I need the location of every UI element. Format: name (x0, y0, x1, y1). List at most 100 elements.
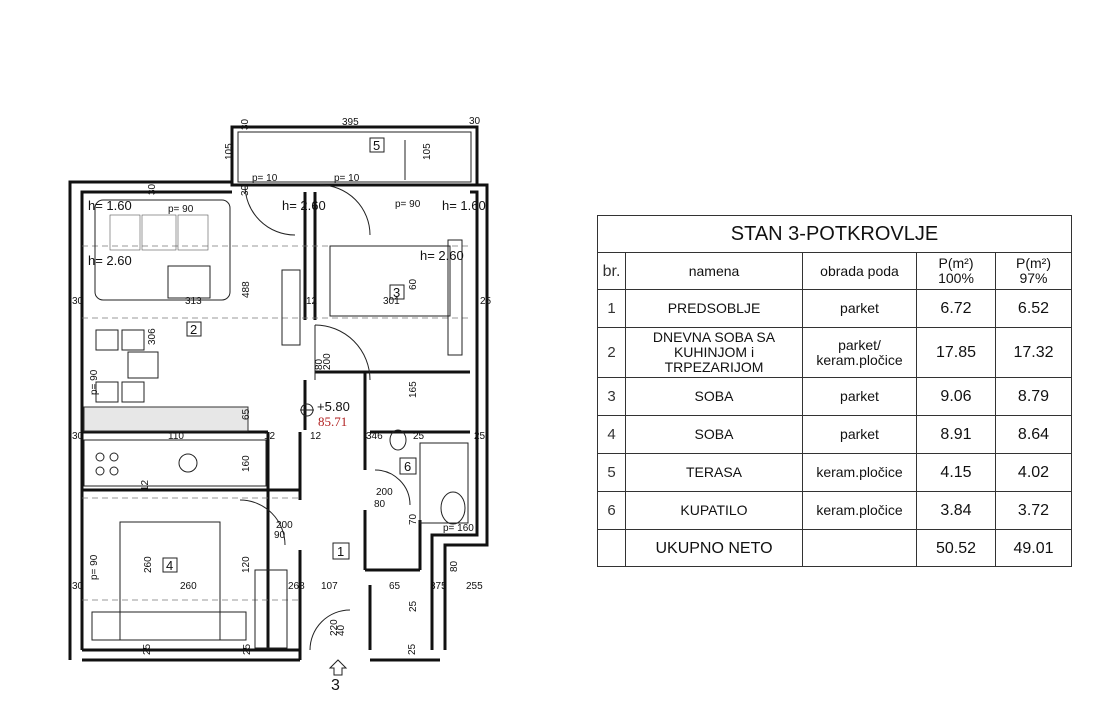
dimension-label: 65 (241, 408, 252, 420)
total-p97: 49.01 (995, 529, 1072, 567)
table-row: 5 TERASA keram.pločice 4.15 4.02 (597, 453, 1072, 492)
dimension-label: 105 (224, 143, 235, 160)
header-floor: obrada poda (802, 252, 917, 290)
cell-br: 3 (597, 377, 626, 416)
level-mark-value: +5.80 (317, 399, 350, 414)
dimension-label: 12 (310, 431, 322, 442)
area-table: STAN 3-POTKROVLJE br. namena obrada poda… (597, 215, 1072, 567)
coffee-table (167, 265, 211, 299)
floor-plan: 5 2 3 4 6 1 h= 1.60 h= 2.60 h= 2.60 h= 1… (68, 116, 492, 694)
height-label: h= 2.60 (282, 198, 326, 213)
cell-p97: 8.64 (995, 415, 1072, 454)
note-label: p= 90 (395, 199, 421, 210)
dimension-label: 30 (72, 431, 84, 442)
header-name: namena (625, 252, 803, 290)
dimension-label: 25 (242, 643, 253, 655)
header-p97-bottom: 97% (1019, 270, 1048, 286)
bed-room-3 (329, 245, 451, 317)
cell-p97: 17.32 (995, 327, 1072, 378)
cell-p100: 4.15 (916, 453, 996, 492)
table-row: 2 DNEVNA SOBA SA KUHINJOM i TRPEZARIJOM … (597, 327, 1072, 378)
room-number-6: 6 (404, 459, 411, 474)
total-empty-floor (802, 529, 917, 567)
dimension-label: 313 (185, 296, 202, 307)
cell-p100: 8.91 (916, 415, 996, 454)
dimension-label: 395 (342, 117, 359, 128)
header-p97: P(m²) 97% (995, 252, 1072, 290)
dimension-label: 30 (72, 296, 84, 307)
washbasin (440, 491, 466, 525)
cell-p97: 8.79 (995, 377, 1072, 416)
sink (178, 453, 198, 473)
cell-name-line: DNEVNA SOBA SA (652, 329, 776, 345)
entrance-marker: 3 (328, 659, 348, 694)
table-header-row: br. namena obrada poda P(m²) 100% P(m²) … (597, 252, 1072, 290)
note-label: 80 (314, 358, 325, 370)
cell-p100: 9.06 (916, 377, 996, 416)
height-label: h= 1.60 (442, 198, 486, 213)
header-p100: P(m²) 100% (916, 252, 996, 290)
header-br: br. (597, 252, 626, 290)
dimension-label: 375 (430, 581, 447, 592)
note-label: 200 (322, 353, 333, 370)
toilet (389, 429, 407, 451)
cell-name-line: KUHINJOM i (673, 344, 755, 360)
dimension-label: 25 (413, 431, 425, 442)
cell-name: KUPATILO (625, 491, 803, 530)
bedroom-wardrobe (91, 611, 247, 641)
dimension-label: 30 (72, 581, 84, 592)
dimension-label: 110 (168, 431, 184, 442)
level-red-value: 85.71 (318, 414, 347, 429)
interior-walls (82, 192, 470, 660)
total-empty-br (597, 529, 626, 567)
cell-floor: keram.pločice (802, 491, 917, 530)
room-number-2: 2 (190, 322, 197, 337)
dining-table (127, 351, 159, 379)
note-label: p= 90 (168, 204, 194, 215)
cell-br: 1 (597, 289, 626, 328)
doors (239, 184, 411, 651)
note-label: p= 160 (443, 523, 474, 534)
bathtub (419, 442, 469, 524)
dimension-label: 12 (140, 479, 151, 491)
header-p100-bottom: 100% (938, 270, 974, 286)
dimension-label: 260 (180, 581, 197, 592)
dimension-label: 30 (240, 184, 251, 196)
entrance-number: 3 (331, 677, 340, 694)
dimension-label: 25 (407, 643, 418, 655)
height-label: h= 2.60 (420, 248, 464, 263)
dimension-label: 488 (241, 281, 252, 298)
dimension-labels: 395 105 105 30 30 30 30 30 30 30 375 313… (72, 116, 492, 655)
cell-floor-line: parket/ (838, 336, 881, 353)
dimension-label: 12 (264, 431, 276, 442)
cell-name: SOBA (625, 377, 803, 416)
sofa (94, 199, 231, 301)
cell-br: 4 (597, 415, 626, 454)
room-number-3: 3 (393, 285, 400, 300)
note-label: p= 10 (334, 173, 360, 184)
cell-floor: parket (802, 377, 917, 416)
table-total-row: UKUPNO NETO 50.52 49.01 (597, 529, 1072, 567)
room-number-5: 5 (373, 138, 380, 153)
dimension-label: 70 (408, 513, 419, 525)
height-label: h= 1.60 (88, 198, 132, 213)
room-number-4: 4 (166, 558, 173, 573)
cell-p100: 17.85 (916, 327, 996, 378)
dimension-label: 301 (383, 296, 400, 307)
heights: h= 1.60 h= 2.60 h= 2.60 h= 1.60 h= 2.60 (88, 198, 486, 268)
header-p100-top: P(m²) (938, 255, 974, 271)
dimension-label: 160 (241, 455, 252, 472)
tv-unit (281, 269, 301, 346)
cell-floor: parket/ keram.pločice (802, 327, 917, 378)
dimension-label: 25 (474, 431, 486, 442)
dimension-label: 40 (336, 624, 347, 636)
cell-floor: keram.pločice (802, 453, 917, 492)
kitchen-unit (83, 439, 267, 487)
cell-floor-line: keram.pločice (816, 351, 903, 368)
dimension-label: 220 (329, 619, 340, 636)
cell-p100: 6.72 (916, 289, 996, 328)
hall-wardrobe (254, 569, 288, 649)
dimension-label: 200 (276, 520, 293, 531)
dimension-label: 107 (321, 581, 338, 592)
dimension-label: 165 (408, 381, 419, 398)
